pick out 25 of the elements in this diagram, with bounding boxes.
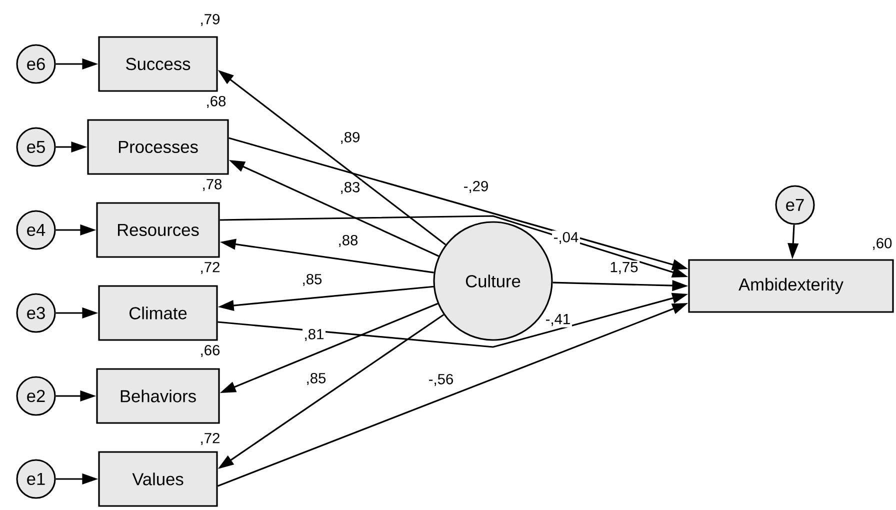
edge-label: -,41 [544,312,572,328]
edge-label: 1,75 [608,260,640,276]
coefficient-label: ,60 [873,238,892,250]
coefficient-label: ,68 [207,96,226,108]
edge-label: ,85 [304,372,328,386]
edge-label: ,89 [338,130,362,146]
variable-box: Climate [98,285,218,341]
edge-label: -,29 [462,180,490,194]
edge-label: ,81 [302,328,326,342]
edge-label: ,88 [336,234,360,248]
variable-box: Ambidexterity [688,259,894,313]
coefficient-label: ,72 [201,432,220,446]
variable-box: Behaviors [96,368,220,424]
coefficient-label: ,66 [201,344,220,358]
edge-label: ,83 [338,180,362,196]
edge-label: ,85 [300,272,324,288]
coefficient-label: ,72 [201,262,220,274]
variable-box: Values [98,451,218,507]
variable-box: Processes [87,119,229,175]
edge-label: -,56 [427,372,455,388]
coefficient-label: ,78 [203,178,222,192]
variable-box: Success [98,36,218,92]
variable-box: Resources [96,202,220,258]
edge-label: -,04 [552,230,580,246]
coefficient-label: ,79 [201,14,220,26]
